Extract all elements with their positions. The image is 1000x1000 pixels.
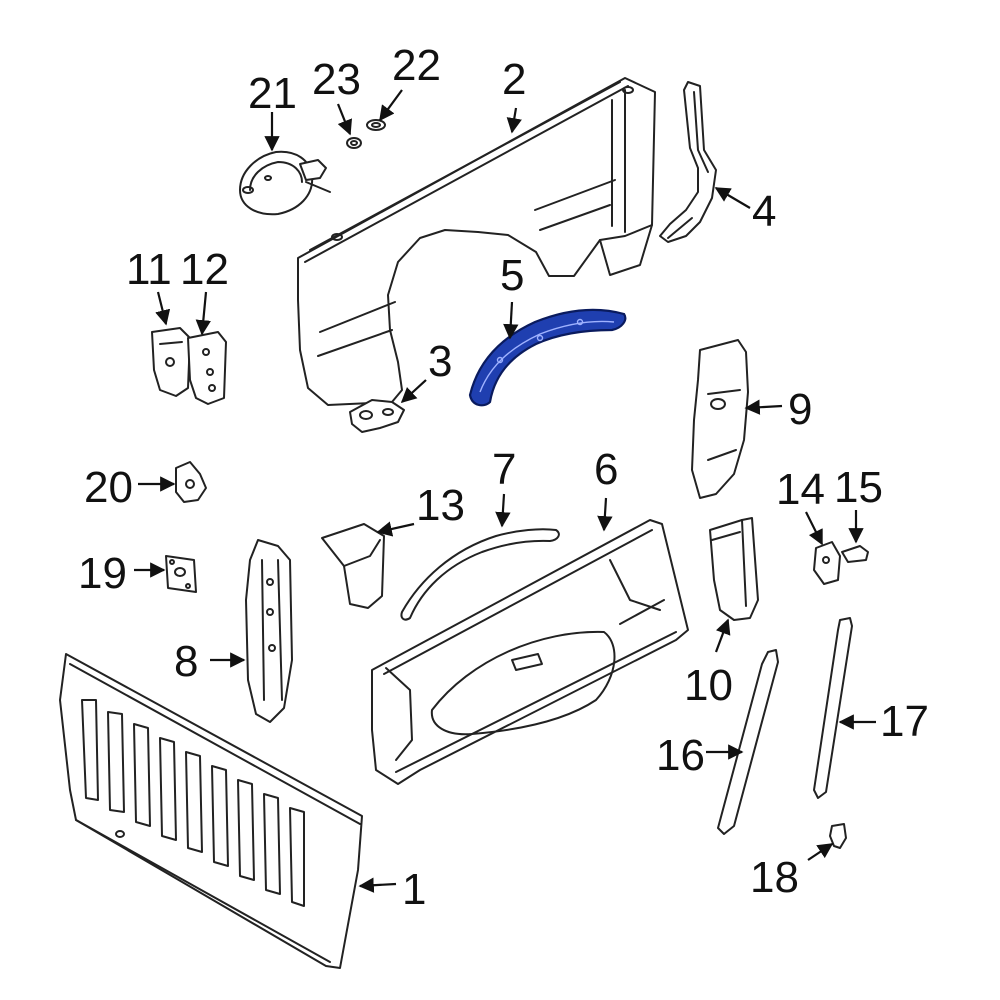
part-14-retainer[interactable] xyxy=(813,541,841,585)
leader-6 xyxy=(597,497,613,532)
part-22-clip[interactable] xyxy=(366,119,386,131)
part-21-fuel-door-housing[interactable] xyxy=(239,150,331,216)
leader-23 xyxy=(336,103,353,136)
part-8-rear-pillar[interactable] xyxy=(245,539,293,723)
callout-13: 13 xyxy=(416,481,465,530)
callout-18: 18 xyxy=(750,853,799,902)
part-23-grommet[interactable] xyxy=(346,137,362,149)
callout-4: 4 xyxy=(752,187,776,236)
leader-9 xyxy=(744,399,783,415)
part-15-plug[interactable] xyxy=(841,545,869,563)
part-3-bracket[interactable] xyxy=(349,399,405,433)
part-20-latch[interactable] xyxy=(175,461,207,503)
callout-22: 22 xyxy=(392,41,441,90)
callout-11: 11 xyxy=(126,245,172,294)
part-12-hinge-plate[interactable] xyxy=(187,331,227,405)
part-5-wheelhouse-highlighted[interactable] xyxy=(468,308,627,407)
leader-2 xyxy=(506,107,522,134)
part-13-corner-bracket[interactable] xyxy=(321,523,385,609)
leader-lines xyxy=(134,89,876,893)
callout-21: 21 xyxy=(248,69,297,118)
callout-19: 19 xyxy=(78,549,127,598)
part-6-inner-bed-panel[interactable] xyxy=(371,519,689,785)
callout-14: 14 xyxy=(776,465,825,514)
callout-7: 7 xyxy=(492,445,516,494)
callout-12: 12 xyxy=(180,245,229,294)
part-10-stake-pocket[interactable] xyxy=(709,517,759,621)
leader-13 xyxy=(376,521,415,537)
leader-11 xyxy=(155,291,171,326)
leader-22 xyxy=(379,89,403,122)
part-4-corner-post[interactable] xyxy=(659,81,717,243)
callout-5: 5 xyxy=(500,251,524,300)
callout-1: 1 xyxy=(402,865,426,914)
callout-16: 16 xyxy=(656,731,705,780)
leader-14 xyxy=(805,511,823,546)
leader-10 xyxy=(714,618,731,653)
callout-23: 23 xyxy=(312,55,361,104)
part-1-front-panel[interactable] xyxy=(59,653,363,969)
part-17-rail-strip[interactable] xyxy=(813,617,853,799)
part-11-latch-bracket[interactable] xyxy=(151,327,191,397)
callout-9: 9 xyxy=(788,385,812,434)
callout-10: 10 xyxy=(684,661,733,710)
part-18-push-pin[interactable] xyxy=(829,823,847,849)
part-2-bed-side-panel[interactable] xyxy=(297,77,656,406)
leader-1 xyxy=(358,877,397,893)
part-16-rail-strip[interactable] xyxy=(717,649,779,835)
part-7-wheelhouse-trim[interactable] xyxy=(400,528,560,621)
leader-3 xyxy=(400,379,427,404)
callout-6: 6 xyxy=(594,445,618,494)
callout-17: 17 xyxy=(880,697,929,746)
callout-8: 8 xyxy=(174,637,198,686)
callout-15: 15 xyxy=(834,463,883,512)
callout-20: 20 xyxy=(84,463,133,512)
leader-12 xyxy=(195,291,211,336)
part-19-striker-plate[interactable] xyxy=(165,555,197,593)
leader-4 xyxy=(714,187,751,209)
leader-18 xyxy=(807,843,834,861)
leader-5 xyxy=(503,301,519,340)
leader-7 xyxy=(495,493,511,528)
part-9-rear-corner-panel[interactable] xyxy=(691,339,749,499)
callout-labels: 1 2 3 4 5 6 7 8 9 10 11 12 13 14 15 16 1… xyxy=(78,41,929,914)
callout-2: 2 xyxy=(502,55,526,104)
callout-3: 3 xyxy=(428,337,452,386)
